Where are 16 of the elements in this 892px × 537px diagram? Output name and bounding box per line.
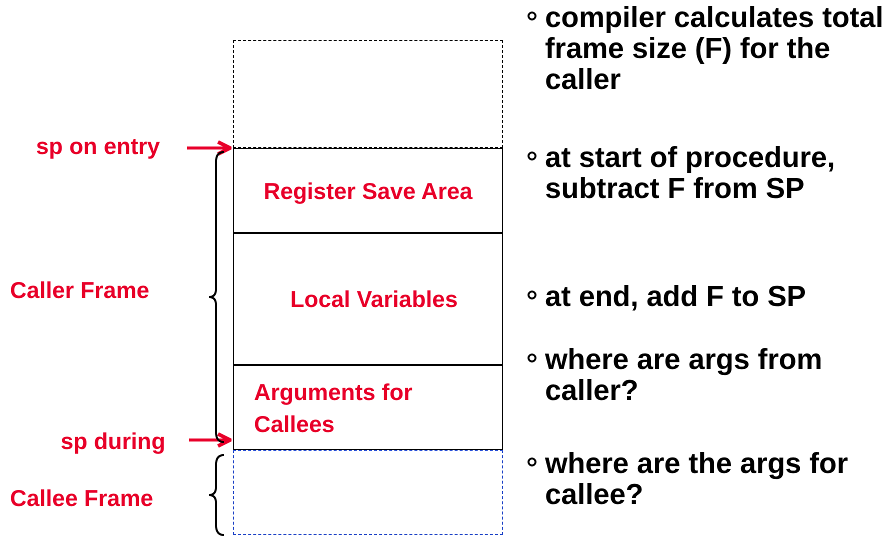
stack-region: Arguments for Callees xyxy=(233,365,503,450)
bullet-text: at start of procedure, subtract F from SP xyxy=(545,143,836,205)
stack-region: Local Variables xyxy=(233,233,503,365)
arrow xyxy=(189,432,232,448)
stack-region: Register Save Area xyxy=(233,148,503,233)
arrow xyxy=(187,140,232,156)
pointer-label: sp during xyxy=(40,425,186,457)
pointer-label: sp on entry xyxy=(12,130,184,162)
callee-frame-box xyxy=(233,450,503,535)
bullet-text: where are args from caller? xyxy=(545,345,824,407)
frame-label: Callee Frame xyxy=(10,484,154,513)
bullet-text: where are the args for callee? xyxy=(545,449,849,511)
frame-label: Caller Frame xyxy=(10,276,150,305)
empty-frame-box xyxy=(233,40,503,148)
bullet-text: compiler calculates total frame size (F) for the caller xyxy=(545,3,884,96)
bullet-text: at end, add F to SP xyxy=(545,282,808,313)
